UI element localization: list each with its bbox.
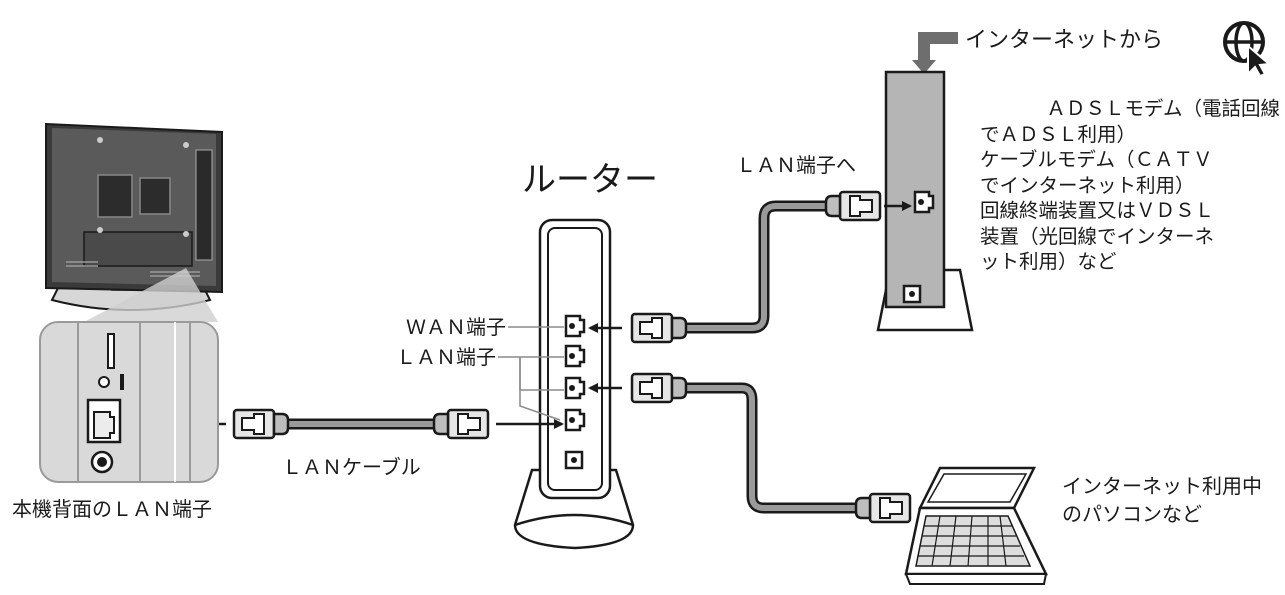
rj45-plug-icon bbox=[232, 408, 290, 440]
modem-desc-line: ＡＤＳＬモデム（電話回線 bbox=[1046, 97, 1280, 120]
modem-desc-line: でインターネット利用） bbox=[980, 173, 1195, 197]
tv-rear-icon bbox=[45, 122, 223, 311]
router-lan-port-2 bbox=[564, 376, 586, 400]
modem-desc-line: 回線終端装置又はＶＤＳＬ bbox=[980, 199, 1215, 222]
tv-closeup-panel bbox=[39, 321, 219, 483]
lan-port-label: ＬＡＮ端子 bbox=[396, 345, 496, 369]
pc-desc-line: インターネット利用中 bbox=[1062, 474, 1262, 498]
internet-label: インターネットから bbox=[965, 28, 1164, 53]
rj45-plug-icon bbox=[630, 312, 688, 344]
router-lan-port-3 bbox=[564, 408, 586, 432]
rj45-plug-icon bbox=[630, 372, 688, 404]
modem-lan-jack bbox=[913, 190, 935, 214]
modem-icon bbox=[876, 70, 974, 332]
lan-to-label: ＬＡＮ端子へ bbox=[736, 153, 856, 177]
modem-desc-line: 装置（光回線でインターネ bbox=[980, 224, 1215, 248]
internet-arrow bbox=[912, 32, 958, 74]
pc-desc-line: のパソコンなど bbox=[1062, 502, 1202, 526]
globe-with-cursor-icon bbox=[1223, 21, 1272, 78]
modem-description: ＡＤＳＬモデム（電話回線 でＡＤＳＬ利用） ケーブルモデム（ＣＡＴＶ でインター… bbox=[980, 96, 1280, 275]
router-icon bbox=[513, 218, 635, 550]
router-lan-port-1 bbox=[564, 344, 586, 368]
router-title: ルーター bbox=[522, 160, 658, 200]
tv-lan-port-label: 本機背面のＬＡＮ端子 bbox=[12, 497, 212, 521]
modem-cable bbox=[680, 200, 826, 334]
pc-description: インターネット利用中 のパソコンなど bbox=[1062, 472, 1262, 528]
wan-port-label: ＷＡＮ端子 bbox=[406, 315, 506, 339]
modem-desc-line: でＡＤＳＬ利用） bbox=[980, 122, 1137, 146]
port-leader-lines bbox=[498, 326, 564, 421]
rj45-plug-icon bbox=[824, 190, 882, 222]
pc-cable bbox=[680, 382, 862, 514]
tv-closeup-detail bbox=[77, 322, 191, 482]
modem-desc-line: ット利用）など bbox=[980, 250, 1117, 273]
router-wan-port bbox=[564, 314, 586, 338]
modem-desc-line: ケーブルモデム（ＣＡＴＶ bbox=[980, 148, 1213, 171]
zoom-callout bbox=[84, 268, 218, 322]
rj45-plug-icon bbox=[854, 492, 912, 524]
rj45-plug-icon bbox=[432, 408, 490, 440]
lan-cable-label: ＬＡＮケーブル bbox=[282, 455, 421, 479]
tv-lan-jack bbox=[93, 411, 115, 439]
connection-arrows bbox=[122, 201, 912, 429]
laptop-icon bbox=[904, 466, 1048, 585]
